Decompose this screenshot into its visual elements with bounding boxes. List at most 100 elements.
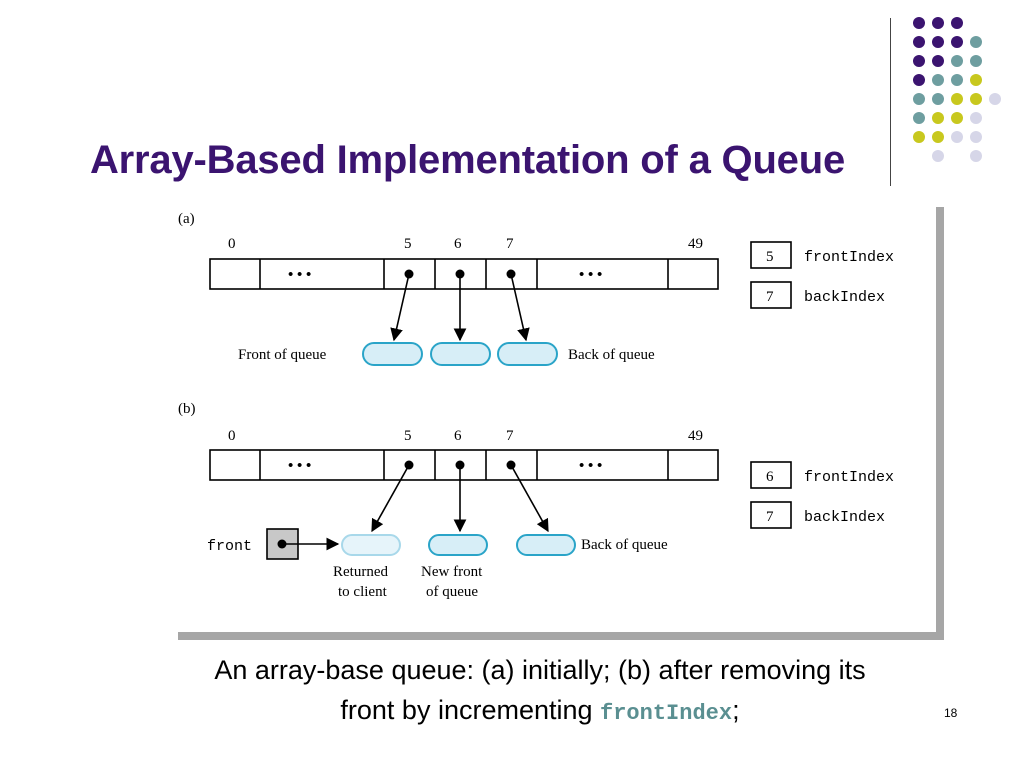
dot [913, 131, 925, 143]
array-a-ellipsis-left: • • • [288, 267, 311, 283]
caption-line-2-suffix: ; [732, 695, 740, 725]
returned-node [341, 534, 401, 556]
dot-row-5 [913, 93, 1001, 105]
index-5-label: 5 [404, 428, 412, 444]
dot [970, 74, 982, 86]
pointer-arrow [510, 464, 549, 533]
back-of-queue-label: Back of queue [568, 347, 655, 363]
front-index-box [750, 241, 792, 269]
dot-row-8 [932, 150, 982, 162]
dot-row-6 [913, 112, 982, 124]
dot [951, 112, 963, 124]
pointer-arrow [371, 464, 410, 533]
back-index-value: 7 [766, 289, 774, 305]
returned-label-line2: to client [338, 584, 388, 600]
dot [970, 112, 982, 124]
dot [951, 55, 963, 67]
queue-node [362, 342, 423, 366]
back-index-name: backIndex [804, 509, 885, 526]
dot [970, 93, 982, 105]
dot [913, 36, 925, 48]
dot-row-1 [913, 17, 963, 29]
returned-label-line1: Returned [333, 564, 388, 580]
array-b [209, 449, 719, 481]
part-a-label: (a) [178, 211, 195, 227]
decorative-vertical-line [890, 18, 891, 186]
queue-node [497, 342, 558, 366]
dot [951, 17, 963, 29]
back-index-value: 7 [766, 509, 774, 525]
index-5-label: 5 [404, 236, 412, 252]
front-of-queue-label: Front of queue [238, 347, 327, 363]
index-6-label: 6 [454, 428, 462, 444]
dot-row-4 [913, 74, 982, 86]
dot [951, 131, 963, 143]
new-front-label-line2: of queue [426, 584, 478, 600]
slide-caption: An array-base queue: (a) initially; (b) … [110, 650, 970, 734]
caption-line-2-prefix: front by incrementing [340, 695, 601, 725]
dot [913, 17, 925, 29]
decorative-dot-grid [913, 17, 1001, 162]
dot [913, 55, 925, 67]
index-49-label: 49 [688, 428, 703, 444]
dot [932, 36, 944, 48]
dot [932, 93, 944, 105]
front-variable-label: front [207, 538, 252, 555]
front-index-name: frontIndex [804, 469, 894, 486]
page-number: 18 [944, 706, 958, 720]
index-7-label: 7 [506, 428, 514, 444]
dot [932, 55, 944, 67]
array-b-ellipsis-left: • • • [288, 458, 311, 474]
caption-line-1: An array-base queue: (a) initially; (b) … [214, 655, 866, 685]
back-index-box [750, 501, 792, 529]
array-a-ellipsis-right: • • • [579, 267, 602, 283]
dot [913, 74, 925, 86]
array-b-ellipsis-right: • • • [579, 458, 602, 474]
dot [951, 36, 963, 48]
dot [913, 93, 925, 105]
caption-code-frontindex: frontIndex [600, 701, 733, 726]
dot [989, 93, 1001, 105]
front-index-value: 5 [766, 249, 774, 265]
queue-node [430, 342, 491, 366]
dot-row-2 [913, 36, 982, 48]
dot [913, 112, 925, 124]
front-index-name: frontIndex [804, 249, 894, 266]
queue-diagram: (a) 0 5 6 7 49 • • • • • • [178, 211, 894, 600]
front-index-value: 6 [766, 469, 774, 485]
dot [932, 131, 944, 143]
slide-title: Array-Based Implementation of a Queue [90, 138, 846, 182]
part-b-label: (b) [178, 401, 196, 417]
new-front-label-line1: New front [421, 564, 483, 580]
array-a [209, 258, 719, 290]
queue-node [516, 534, 576, 556]
index-0-label: 0 [228, 428, 236, 444]
back-index-name: backIndex [804, 289, 885, 306]
queue-diagram-figure: (a) 0 5 6 7 49 • • • • • • [170, 199, 936, 632]
dot [970, 131, 982, 143]
diagram-part-a: (a) 0 5 6 7 49 • • • • • • [178, 211, 894, 366]
dot [970, 36, 982, 48]
index-7-label: 7 [506, 236, 514, 252]
dot [970, 55, 982, 67]
pointer-arrow [390, 273, 410, 342]
dot [932, 74, 944, 86]
dot-row-3 [913, 55, 982, 67]
array-a-outline [209, 258, 719, 290]
dot [932, 150, 944, 162]
caption-line-2: front by incrementing frontIndex; [110, 690, 970, 734]
dot [932, 112, 944, 124]
dot [951, 93, 963, 105]
back-of-queue-label: Back of queue [581, 537, 668, 553]
front-index-box [750, 461, 792, 489]
queue-node [428, 534, 488, 556]
dot-row-7 [913, 131, 982, 143]
pointer-arrow [510, 273, 530, 342]
index-6-label: 6 [454, 236, 462, 252]
index-0-label: 0 [228, 236, 236, 252]
dot [932, 17, 944, 29]
back-index-box [750, 281, 792, 309]
diagram-part-b: (b) 0 5 6 7 49 • • • • • • [178, 401, 894, 600]
index-49-label: 49 [688, 236, 703, 252]
array-b-outline [209, 449, 719, 481]
